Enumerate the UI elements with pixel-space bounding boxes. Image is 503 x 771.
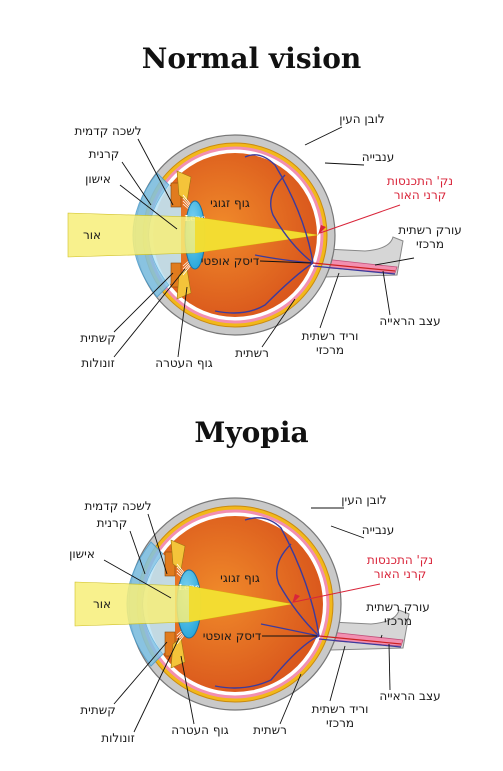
ciliary-body-label: גוף העטרה — [171, 723, 229, 737]
zonule — [176, 633, 186, 645]
focus-arrowhead — [292, 594, 300, 604]
pupil-label: אישון — [69, 547, 95, 561]
light-cone — [189, 586, 292, 622]
zonules-leader — [113, 268, 186, 358]
iris-leader — [113, 272, 174, 333]
iris-label: קשתית — [80, 703, 115, 717]
anterior-chamber-label: לשכה קדמית — [74, 124, 141, 138]
retinal-vessel — [270, 174, 314, 264]
sclera-label: לובן העין — [339, 112, 384, 126]
pupil-leader — [119, 184, 178, 230]
light-label: אור — [93, 597, 111, 611]
cornea-label: קרנית — [89, 147, 120, 161]
optic-nerve-label: עצב הראייה — [379, 689, 440, 703]
optic-disc-label: דיסק אופטי — [201, 254, 260, 268]
zonule — [182, 264, 192, 276]
retinal-vessel — [260, 623, 320, 637]
focus-point-leader — [293, 583, 381, 603]
optic-nerve-leader — [388, 643, 391, 691]
anterior-chamber-leader — [147, 513, 168, 575]
retinal-vessel — [214, 635, 320, 689]
artery-leader — [380, 634, 383, 639]
retina-leader — [279, 673, 302, 725]
ciliary-body-label: גוף העטרה — [155, 356, 213, 370]
pupil-leader — [103, 559, 172, 599]
vitreous-label: גוף זגוגי — [210, 196, 250, 210]
retina-label: רשתית — [253, 723, 287, 737]
vitreous-label: גוף זגוגי — [220, 571, 260, 585]
optic-nerve-leader — [382, 270, 391, 316]
ciliary-body-leader — [177, 286, 188, 358]
retina-leader — [261, 298, 296, 348]
panel-title-myopia: Myopia — [194, 416, 309, 449]
central-artery — [312, 262, 396, 272]
retinal-vessel — [276, 543, 320, 637]
anterior-chamber-leader — [137, 138, 174, 206]
central-vein — [312, 265, 396, 275]
retina-label: רשתית — [235, 346, 269, 360]
anterior-chamber-label: לשכה קדמית — [84, 499, 151, 513]
retinal-vessel — [214, 262, 314, 314]
zonules-leader — [133, 637, 180, 733]
vein-leader — [319, 272, 340, 329]
choroid-label: ענבייה — [362, 523, 394, 537]
light-label: אור — [83, 228, 101, 242]
iris-label: קשתית — [80, 331, 115, 345]
focus-point-leader — [319, 204, 401, 234]
optic-disc-label: דיסק אופטי — [203, 629, 262, 643]
iris-leader — [113, 641, 168, 705]
ciliary-body-leader — [180, 655, 195, 725]
focus-arrowhead — [318, 225, 326, 235]
central-artery — [318, 635, 402, 645]
sclera-leader — [304, 126, 343, 146]
zonule — [182, 194, 192, 206]
cornea-label: קרנית — [97, 516, 128, 530]
artery-leader — [374, 257, 415, 266]
choroid-leader — [324, 162, 365, 166]
vein-leader — [329, 645, 346, 702]
panel-title-normal: Normal vision — [141, 42, 362, 75]
cornea-leader — [129, 530, 146, 575]
ciliary-body-top — [176, 170, 192, 202]
central-vein — [318, 638, 402, 648]
sclera-label: לובן העין — [341, 493, 386, 507]
zonule — [176, 563, 186, 575]
optic-nerve-label: עצב הראייה — [379, 314, 440, 328]
choroid-leader — [330, 525, 365, 539]
ciliary-body-top — [170, 539, 186, 571]
pupil-label: אישון — [85, 172, 111, 186]
retinal-vessel — [244, 154, 314, 264]
zonules-label: זונולות — [101, 731, 134, 745]
optic-disc-leader — [259, 260, 312, 264]
retinal-vessel — [244, 517, 320, 637]
light-cone — [195, 217, 318, 253]
cornea-leader — [121, 161, 152, 206]
choroid-label: ענבייה — [362, 150, 394, 164]
zonules-label: זונולות — [81, 356, 114, 370]
